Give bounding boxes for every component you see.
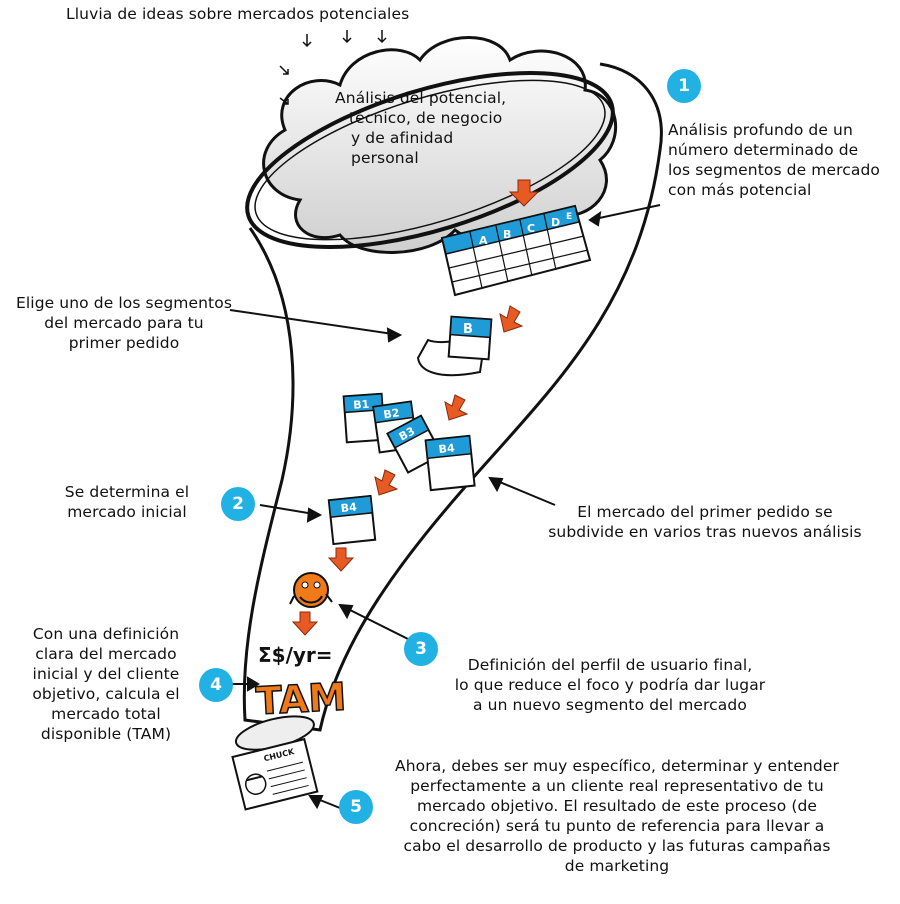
funnel-rim (245, 71, 615, 249)
svg-text:B1: B1 (353, 398, 370, 412)
table-header-d: D (551, 216, 560, 229)
step-2-line: mercado inicial (67, 503, 187, 521)
table-header-c: C (527, 222, 535, 235)
sub-segment-cards: B1 B2 B3 B4 (342, 392, 476, 492)
step-4-line: objetivo, calcula el (32, 685, 180, 703)
step-4-line: mercado total (51, 705, 161, 723)
user-persona-face (289, 572, 333, 608)
step-1-text: Análisis profundo de un número determina… (668, 120, 880, 200)
subdivide-note: El mercado del primer pedido se subdivid… (530, 502, 880, 542)
svg-text:TAM: TAM (255, 675, 347, 724)
step-4-text: Con una definición clara del mercado ini… (20, 624, 192, 744)
step-5-line: de marketing (564, 857, 670, 875)
step-1-line: número determinado de (668, 141, 859, 159)
step-2-line: Se determina el (64, 483, 190, 501)
svg-text:B4: B4 (438, 441, 456, 456)
step-1-line: los segmentos de mercado (668, 161, 880, 179)
step-3-line: lo que reduce el foco y podría dar lugar (454, 676, 766, 694)
step-3-badge: 3 (404, 632, 438, 666)
step-3-line: Definición del perfil de usuario final, (467, 656, 753, 674)
step-4-line: Con una definición (32, 625, 180, 643)
step-5-line: mercado objetivo. El resultado de este p… (416, 797, 818, 815)
note-line: del mercado para tu (44, 314, 204, 332)
chosen-segment-card: B4 (327, 494, 377, 546)
svg-text:B4: B4 (340, 500, 358, 515)
svg-text:B2: B2 (383, 406, 401, 421)
cloud-line: Análisis del potencial, (335, 89, 507, 107)
step-1-line: con más potencial (668, 181, 812, 199)
step-5-line: perfectamente a un cliente real represen… (410, 777, 824, 795)
cloud-line: personal (351, 149, 419, 167)
step-5-line: concreción) será tu punto de referencia … (409, 817, 825, 835)
cloud-line: técnico, de negocio (349, 109, 503, 127)
segment-table: A B C D E (440, 204, 592, 297)
note-line: subdivide en varios tras nuevos análisis (548, 523, 862, 541)
svg-text:Σ$/yr=: Σ$/yr= (258, 643, 333, 667)
step-2-badge: 2 (221, 487, 255, 521)
step-4-line: disponible (TAM) (40, 725, 172, 743)
table-header-a: A (479, 234, 488, 247)
segment-b-card: B (416, 315, 493, 377)
pointer-arrows (228, 204, 661, 810)
step-5-line: cabo el desarrollo de producto y las fut… (403, 837, 831, 855)
step-3-text: Definición del perfil de usuario final, … (420, 655, 800, 715)
step-4-line: inicial y del cliente (32, 665, 180, 683)
choose-segment-note: Elige uno de los segmentos del mercado p… (8, 293, 240, 353)
step-4-line: clara del mercado (35, 645, 177, 663)
table-header-b: B (503, 228, 511, 241)
diagram-title: Lluvia de ideas sobre mercados potencial… (66, 5, 410, 23)
note-line: primer pedido (68, 334, 180, 352)
tam-graphic: Σ$/yr= TAM (254, 643, 348, 724)
step-5-line: Ahora, debes ser muy específico, determi… (395, 757, 839, 775)
step-3-line: a un nuevo segmento del mercado (473, 696, 747, 714)
note-line: Elige uno de los segmentos (15, 294, 232, 312)
step-5-badge: 5 (339, 790, 373, 824)
flow-arrows (291, 179, 540, 636)
rain-arrows (279, 30, 387, 105)
note-line: El mercado del primer pedido se (577, 503, 833, 521)
table-header-e: E (566, 212, 572, 222)
step-5-text: Ahora, debes ser muy específico, determi… (362, 756, 872, 876)
step-1-badge: 1 (667, 69, 701, 103)
cloud-text: Análisis del potencial, técnico, de nego… (335, 88, 506, 168)
step-4-badge: 4 (199, 668, 233, 702)
step-2-text: Se determina el mercado inicial (52, 482, 202, 522)
step-1-line: Análisis profundo de un (668, 121, 853, 139)
svg-text:B: B (463, 322, 473, 337)
cloud-line: y de afinidad (351, 129, 454, 147)
customer-profile-card: CHUCK (231, 715, 319, 811)
